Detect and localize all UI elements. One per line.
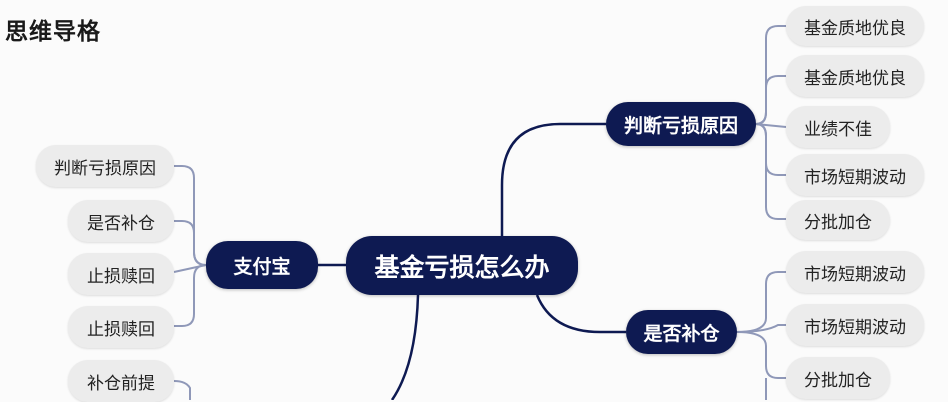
leaf-replenish-0[interactable]: 市场短期波动 (786, 251, 924, 293)
branch-alipay[interactable]: 支付宝 (206, 241, 318, 289)
branch-replenish[interactable]: 是否补仓 (626, 310, 737, 354)
leaf-replenish-1[interactable]: 市场短期波动 (786, 304, 924, 346)
leaf-judge-1[interactable]: 基金质地优良 (786, 55, 924, 97)
branch-judge-reason[interactable]: 判断亏损原因 (606, 102, 756, 146)
link-root-judge (500, 122, 606, 236)
leaf-alipay-1[interactable]: 是否补仓 (68, 200, 174, 242)
link-root-replenish (535, 294, 626, 334)
branch-replenish-label: 是否补仓 (643, 322, 720, 345)
root-node[interactable]: 基金亏损怎么办 (346, 236, 578, 295)
leaf-bottom-left-0[interactable]: 补仓前提 (68, 360, 174, 402)
leaf-alipay-2[interactable]: 止损赎回 (68, 253, 174, 295)
branch-judge-label: 判断亏损原因 (623, 114, 738, 137)
link-root-bottom-left (390, 294, 420, 400)
leaf-replenish-2[interactable]: 分批加仓 (786, 357, 890, 399)
branch-alipay-label: 支付宝 (233, 255, 291, 278)
leaf-judge-0[interactable]: 基金质地优良 (786, 6, 924, 46)
page-title: 思维导格 (5, 19, 101, 45)
leaf-judge-3[interactable]: 市场短期波动 (786, 154, 924, 196)
leaf-judge-4[interactable]: 分批加仓 (786, 200, 890, 240)
root-label: 基金亏损怎么办 (374, 252, 550, 282)
leaf-judge-2[interactable]: 业绩不佳 (786, 106, 890, 148)
leaf-alipay-3[interactable]: 止损赎回 (68, 306, 174, 348)
leaf-alipay-0[interactable]: 判断亏损原因 (36, 145, 174, 187)
